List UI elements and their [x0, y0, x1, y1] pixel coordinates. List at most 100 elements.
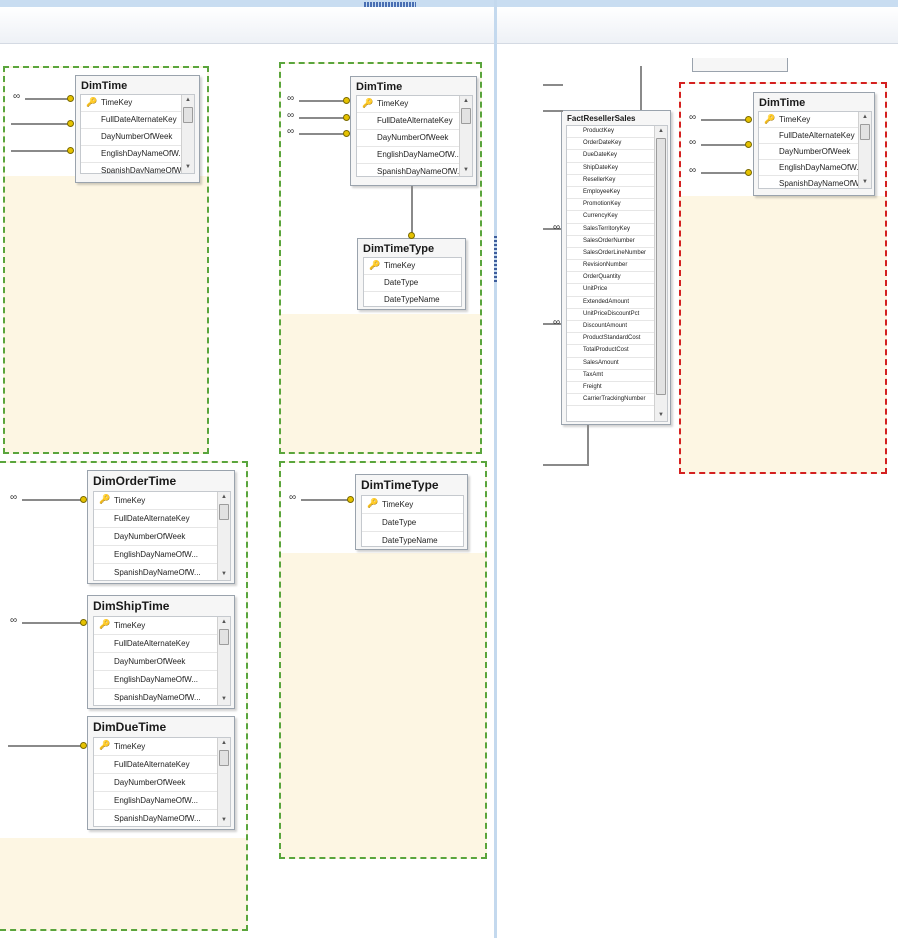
- column-row[interactable]: SpanishDayNameOfW...: [94, 810, 230, 826]
- column-row[interactable]: DateTypeName: [362, 532, 463, 546]
- column-row[interactable]: DayNumberOfWeek: [94, 528, 230, 546]
- dimtime-table-b[interactable]: DimTime 🔑TimeKey FullDateAlternateKey Da…: [350, 76, 477, 186]
- column-row[interactable]: SalesTerritoryKey: [567, 224, 667, 236]
- column-row[interactable]: DayNumberOfWeek: [759, 144, 871, 160]
- column-row[interactable]: EnglishDayNameOfW...: [94, 546, 230, 564]
- scroll-up-icon[interactable]: ▲: [185, 97, 191, 103]
- relationship-line[interactable]: [411, 186, 413, 234]
- column-row[interactable]: DayNumberOfWeek: [94, 774, 230, 792]
- relationship-line[interactable]: [11, 150, 71, 152]
- column-row[interactable]: SalesAmount: [567, 358, 667, 370]
- column-row[interactable]: TaxAmt: [567, 370, 667, 382]
- scroll-up-icon[interactable]: ▲: [862, 114, 868, 120]
- dimtime-table-right[interactable]: DimTime 🔑TimeKey FullDateAlternateKey Da…: [753, 92, 875, 196]
- table-scrollbar[interactable]: ▲▼: [654, 126, 667, 421]
- column-row[interactable]: 🔑TimeKey: [94, 738, 230, 756]
- relationship-line[interactable]: [543, 228, 561, 230]
- table-scrollbar[interactable]: ▲▼: [217, 738, 230, 826]
- diagram-group-b[interactable]: DimTime 🔑TimeKey FullDateAlternateKey Da…: [279, 62, 482, 454]
- column-row[interactable]: EnglishDayNameOfW...: [94, 792, 230, 810]
- column-row[interactable]: DueDateKey: [567, 150, 667, 163]
- scroll-down-icon[interactable]: ▼: [862, 179, 868, 185]
- column-row[interactable]: OrderDateKey: [567, 138, 667, 151]
- selected-diagram-group[interactable]: DimTime 🔑TimeKey FullDateAlternateKey Da…: [679, 82, 887, 474]
- column-row[interactable]: FullDateAlternateKey: [357, 113, 472, 130]
- relationship-line[interactable]: [701, 119, 749, 121]
- diagram-group-a[interactable]: DimTime 🔑TimeKey FullDateAlternateKey Da…: [3, 66, 209, 454]
- column-row[interactable]: FullDateAlternateKey: [94, 510, 230, 528]
- column-row[interactable]: 🔑TimeKey: [364, 258, 461, 275]
- scroll-down-icon[interactable]: ▼: [221, 817, 227, 823]
- scroll-down-icon[interactable]: ▼: [463, 167, 469, 173]
- column-row[interactable]: RevisionNumber: [567, 260, 667, 273]
- scroll-down-icon[interactable]: ▼: [658, 412, 664, 418]
- scroll-thumb[interactable]: [860, 124, 870, 140]
- dimtimetype-table-d[interactable]: DimTimeType 🔑TimeKey DateType DateTypeNa…: [355, 474, 468, 550]
- column-row[interactable]: SpanishDayNameOfW...: [81, 163, 194, 173]
- relationship-line[interactable]: [701, 144, 749, 146]
- column-row[interactable]: Freight: [567, 382, 667, 395]
- relationship-line[interactable]: [543, 464, 589, 466]
- scroll-down-icon[interactable]: ▼: [221, 571, 227, 577]
- column-row[interactable]: ExtendedAmount: [567, 297, 667, 309]
- scroll-up-icon[interactable]: ▲: [463, 98, 469, 104]
- relationship-line[interactable]: [587, 425, 589, 465]
- column-row[interactable]: SpanishDayNameOfW...: [357, 164, 472, 176]
- scroll-thumb[interactable]: [219, 629, 229, 645]
- table-scrollbar[interactable]: ▲▼: [217, 492, 230, 580]
- scroll-thumb[interactable]: [656, 138, 666, 395]
- column-row[interactable]: 🔑TimeKey: [81, 95, 194, 112]
- scroll-thumb[interactable]: [219, 750, 229, 766]
- table-scrollbar[interactable]: ▲▼: [181, 95, 194, 173]
- dimshiptime-table[interactable]: DimShipTime 🔑TimeKey FullDateAlternateKe…: [87, 595, 235, 709]
- column-row[interactable]: PromotionKey: [567, 199, 667, 212]
- column-row[interactable]: 🔑TimeKey: [94, 492, 230, 510]
- relationship-line[interactable]: [22, 499, 84, 501]
- relationship-line[interactable]: [701, 172, 749, 174]
- column-row[interactable]: DateTypeName: [364, 292, 461, 306]
- relationship-line[interactable]: [640, 66, 642, 110]
- column-row[interactable]: SpanishDayNameOfW...: [94, 689, 230, 705]
- relationship-line[interactable]: [299, 133, 347, 135]
- column-row[interactable]: DayNumberOfWeek: [94, 653, 230, 671]
- relationship-line[interactable]: [8, 745, 84, 747]
- scroll-up-icon[interactable]: ▲: [221, 740, 227, 746]
- relationship-line[interactable]: [299, 117, 347, 119]
- relationship-line[interactable]: [299, 100, 347, 102]
- scroll-down-icon[interactable]: ▼: [221, 696, 227, 702]
- scroll-up-icon[interactable]: ▲: [221, 494, 227, 500]
- column-row[interactable]: DayNumberOfWeek: [81, 129, 194, 146]
- diagram-group-d[interactable]: DimTimeType 🔑TimeKey DateType DateTypeNa…: [279, 461, 487, 859]
- column-row[interactable]: DiscountAmount: [567, 321, 667, 334]
- column-row[interactable]: EnglishDayNameOfW...: [81, 146, 194, 163]
- column-row[interactable]: TotalProductCost: [567, 345, 667, 358]
- column-row[interactable]: SpanishDayNameOfW...: [94, 564, 230, 580]
- column-row[interactable]: 🔑TimeKey: [94, 617, 230, 635]
- scroll-thumb[interactable]: [183, 107, 193, 123]
- column-row[interactable]: ResellerKey: [567, 175, 667, 187]
- column-row[interactable]: OrderQuantity: [567, 272, 667, 285]
- dimtimetype-table-b[interactable]: DimTimeType 🔑TimeKey DateType DateTypeNa…: [357, 238, 466, 310]
- column-row[interactable]: DateType: [362, 514, 463, 532]
- column-row[interactable]: DateType: [364, 275, 461, 292]
- column-row[interactable]: 🔑TimeKey: [362, 496, 463, 514]
- scroll-thumb[interactable]: [461, 108, 471, 124]
- scroll-thumb[interactable]: [219, 504, 229, 520]
- relationship-line[interactable]: [543, 110, 563, 112]
- relationship-line[interactable]: [22, 622, 84, 624]
- column-row[interactable]: FullDateAlternateKey: [94, 756, 230, 774]
- column-row[interactable]: ShipDateKey: [567, 163, 667, 175]
- column-row[interactable]: SpanishDayNameOfW...: [759, 176, 871, 188]
- splitter-grip[interactable]: [364, 2, 416, 8]
- column-row[interactable]: EnglishDayNameOfW...: [357, 147, 472, 164]
- column-row[interactable]: FullDateAlternateKey: [81, 112, 194, 129]
- column-row[interactable]: FullDateAlternateKey: [94, 635, 230, 653]
- relationship-line[interactable]: [543, 323, 561, 325]
- dimduetime-table[interactable]: DimDueTime 🔑TimeKey FullDateAlternateKey…: [87, 716, 235, 830]
- dimtime-table-a[interactable]: DimTime 🔑TimeKey FullDateAlternateKey Da…: [75, 75, 200, 183]
- column-row[interactable]: FullDateAlternateKey: [759, 128, 871, 144]
- column-row[interactable]: ProductStandardCost: [567, 333, 667, 346]
- column-row[interactable]: CurrencyKey: [567, 211, 667, 224]
- relationship-line[interactable]: [11, 123, 71, 125]
- column-row[interactable]: EnglishDayNameOfW...: [759, 160, 871, 176]
